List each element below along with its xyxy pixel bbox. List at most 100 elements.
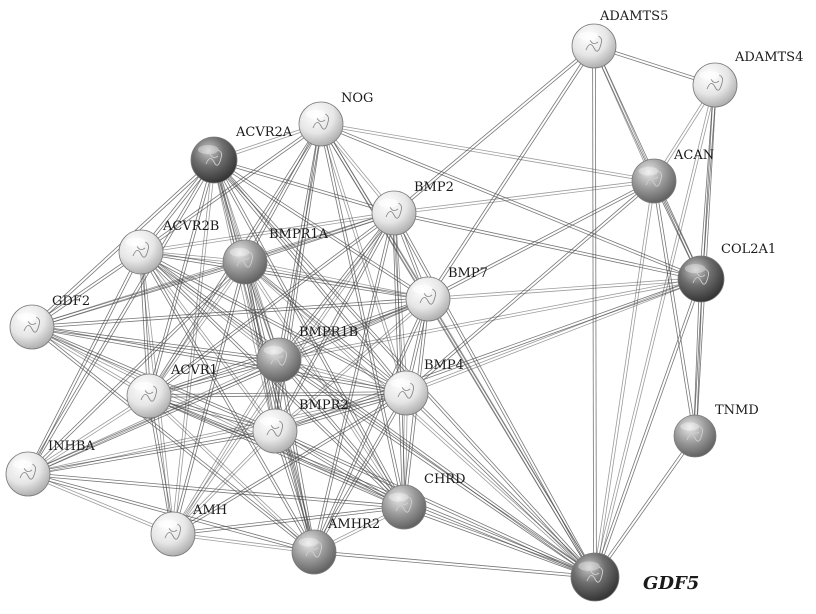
protein-structure-icon — [236, 251, 254, 268]
node-sphere[interactable] — [631, 158, 677, 204]
node-highlight — [578, 561, 600, 571]
node-sphere[interactable] — [118, 229, 164, 275]
protein-structure-icon — [19, 463, 37, 480]
node-sphere[interactable] — [9, 304, 55, 350]
node-sphere[interactable] — [405, 276, 451, 322]
node-sphere[interactable] — [298, 101, 344, 147]
node-highlight — [12, 459, 33, 469]
node-sphere[interactable] — [371, 190, 417, 236]
node-label-col2a1: COL2A1 — [721, 242, 776, 257]
node-sphere[interactable] — [150, 511, 196, 557]
node-bmpr1a[interactable] — [222, 239, 268, 285]
node-amhr2[interactable] — [291, 529, 337, 575]
node-sphere[interactable] — [570, 552, 620, 602]
edge-bmp2-acvr1 — [147, 211, 396, 398]
node-highlight — [157, 519, 178, 529]
edge-bmpr2-gdf5 — [274, 429, 596, 579]
node-sphere[interactable] — [252, 408, 298, 454]
node-highlight — [197, 145, 219, 155]
node-highlight — [684, 264, 706, 274]
node-label-gdf5: GDF5 — [643, 573, 699, 594]
node-bmpr2[interactable] — [252, 408, 298, 454]
edge-acvr2b-bmp7 — [140, 250, 429, 301]
node-label-amh: AMH — [192, 503, 227, 518]
edge-acvr2a-bmp2 — [213, 158, 395, 215]
protein-structure-icon — [692, 268, 710, 285]
node-acvr2b[interactable] — [118, 229, 164, 275]
node-bmp7[interactable] — [405, 276, 451, 322]
node-amh[interactable] — [150, 511, 196, 557]
node-sphere[interactable] — [222, 239, 268, 285]
protein-structure-icon — [312, 113, 330, 130]
protein-structure-icon — [645, 170, 663, 187]
edge-bmp4-col2a1 — [405, 277, 702, 395]
node-sphere[interactable] — [383, 370, 429, 416]
node-bmp4[interactable] — [383, 370, 429, 416]
protein-structure-icon — [686, 425, 704, 442]
protein-structure-icon — [586, 566, 604, 583]
node-label-nog: NOG — [341, 91, 373, 106]
node-adamts5[interactable] — [571, 23, 617, 69]
node-label-acvr2b: ACVR2B — [162, 219, 219, 234]
edge-bmp4-gdf5 — [404, 391, 597, 579]
node-acan[interactable] — [631, 158, 677, 204]
node-sphere[interactable] — [692, 62, 738, 108]
protein-structure-icon — [419, 288, 437, 305]
nodes-layer — [5, 23, 738, 602]
edge-bmp2-acvr2b — [140, 211, 395, 254]
protein-structure-icon — [397, 382, 415, 399]
node-label-bmp4: BMP4 — [424, 358, 464, 373]
node-acvr2a[interactable] — [190, 136, 238, 184]
node-sphere[interactable] — [190, 136, 238, 184]
node-sphere[interactable] — [571, 23, 617, 69]
node-tnmd[interactable] — [673, 414, 717, 458]
node-gdf2[interactable] — [9, 304, 55, 350]
edge-bmp2-adamts5 — [392, 44, 596, 215]
edge-acvr1-inhba — [27, 394, 150, 476]
node-highlight — [133, 381, 154, 391]
protein-structure-icon — [385, 202, 403, 219]
node-sphere[interactable] — [381, 484, 427, 530]
node-sphere[interactable] — [673, 414, 717, 458]
edge-acan-tnmd — [652, 180, 697, 437]
node-bmp2[interactable] — [371, 190, 417, 236]
edge-bmp7-gdf5 — [426, 298, 597, 578]
node-highlight — [125, 237, 146, 247]
edge-nog-chrd — [319, 123, 406, 508]
node-sphere[interactable] — [291, 529, 337, 575]
node-gdf5[interactable] — [570, 552, 620, 602]
edge-nog-acvr2b — [139, 122, 323, 254]
edge-acvr2b-acvr1 — [139, 251, 151, 397]
node-highlight — [388, 492, 409, 502]
protein-structure-icon — [585, 35, 603, 52]
node-sphere[interactable] — [126, 373, 172, 419]
edge-tnmd-gdf5 — [593, 434, 697, 579]
edge-acvr2a-bmp7 — [213, 158, 429, 301]
edge-acvr2a-inhba — [26, 159, 216, 475]
edge-acvr1-amh — [147, 395, 175, 535]
node-sphere[interactable] — [5, 451, 51, 497]
edge-acan-gdf5 — [593, 180, 656, 578]
node-nog[interactable] — [298, 101, 344, 147]
node-sphere[interactable] — [677, 255, 725, 303]
node-chrd[interactable] — [381, 484, 427, 530]
edge-bmp2-gdf2 — [31, 211, 395, 329]
node-bmpr1b[interactable] — [256, 337, 302, 383]
edge-nog-bmpr1a — [243, 123, 323, 263]
node-adamts4[interactable] — [692, 62, 738, 108]
node-highlight — [259, 416, 280, 426]
node-label-inhba: INHBA — [48, 439, 95, 454]
edge-acvr2b-amhr2 — [139, 251, 316, 553]
node-highlight — [412, 284, 433, 294]
node-inhba[interactable] — [5, 451, 51, 497]
edge-col2a1-bmpr1b — [278, 277, 702, 362]
protein-structure-icon — [706, 74, 724, 91]
edge-chrd-gdf5 — [403, 505, 596, 579]
node-acvr1[interactable] — [126, 373, 172, 419]
labels-layer: ADAMTS5ADAMTS4NOGACVR2AACANBMP2ACVR2BBMP… — [48, 9, 803, 594]
edge-acvr1-amhr2 — [147, 394, 316, 554]
node-sphere[interactable] — [256, 337, 302, 383]
edge-adamts5-gdf5 — [592, 45, 597, 578]
node-col2a1[interactable] — [677, 255, 725, 303]
node-highlight — [680, 422, 700, 431]
